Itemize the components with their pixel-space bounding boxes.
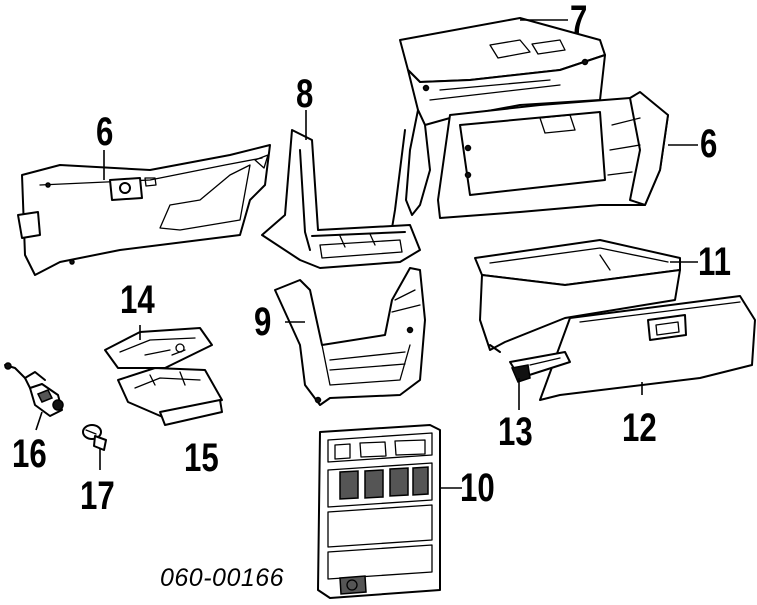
part-11-glove-box-bin bbox=[474, 239, 681, 353]
callout-7: 7 bbox=[570, 0, 588, 42]
callout-17: 17 bbox=[80, 474, 115, 518]
callout-6-right: 6 bbox=[700, 122, 718, 166]
callout-6-left: 6 bbox=[96, 110, 114, 154]
part-13-latch-bracket bbox=[509, 351, 571, 383]
callout-11: 11 bbox=[698, 240, 731, 284]
part-9-center-support-bracket bbox=[274, 267, 426, 406]
callout-15: 15 bbox=[184, 436, 219, 480]
callout-12: 12 bbox=[622, 406, 657, 450]
part-12-glove-box-door bbox=[539, 295, 756, 401]
callout-10: 10 bbox=[460, 466, 495, 510]
diagram-part-number: 060-00166 bbox=[160, 564, 285, 592]
leader-lines bbox=[35, 19, 698, 489]
callout-8: 8 bbox=[296, 72, 314, 116]
part-16-socket-pigtail bbox=[4, 362, 64, 417]
part-6-left-side-panel bbox=[17, 144, 271, 276]
callout-13: 13 bbox=[498, 410, 533, 454]
part-8-center-stack-frame bbox=[261, 129, 421, 269]
part-15-lower-console-tray bbox=[117, 367, 223, 426]
callout-16: 16 bbox=[12, 432, 47, 476]
part-7-upper-dash-frame bbox=[389, 17, 606, 251]
callout-9: 9 bbox=[254, 300, 272, 344]
part-10-instrument-bezel bbox=[317, 424, 441, 599]
part-14-upper-console-tray bbox=[104, 327, 213, 369]
callout-14: 14 bbox=[120, 278, 155, 322]
part-6-right-side-panel bbox=[437, 91, 669, 219]
part-17-bulb bbox=[82, 424, 107, 451]
